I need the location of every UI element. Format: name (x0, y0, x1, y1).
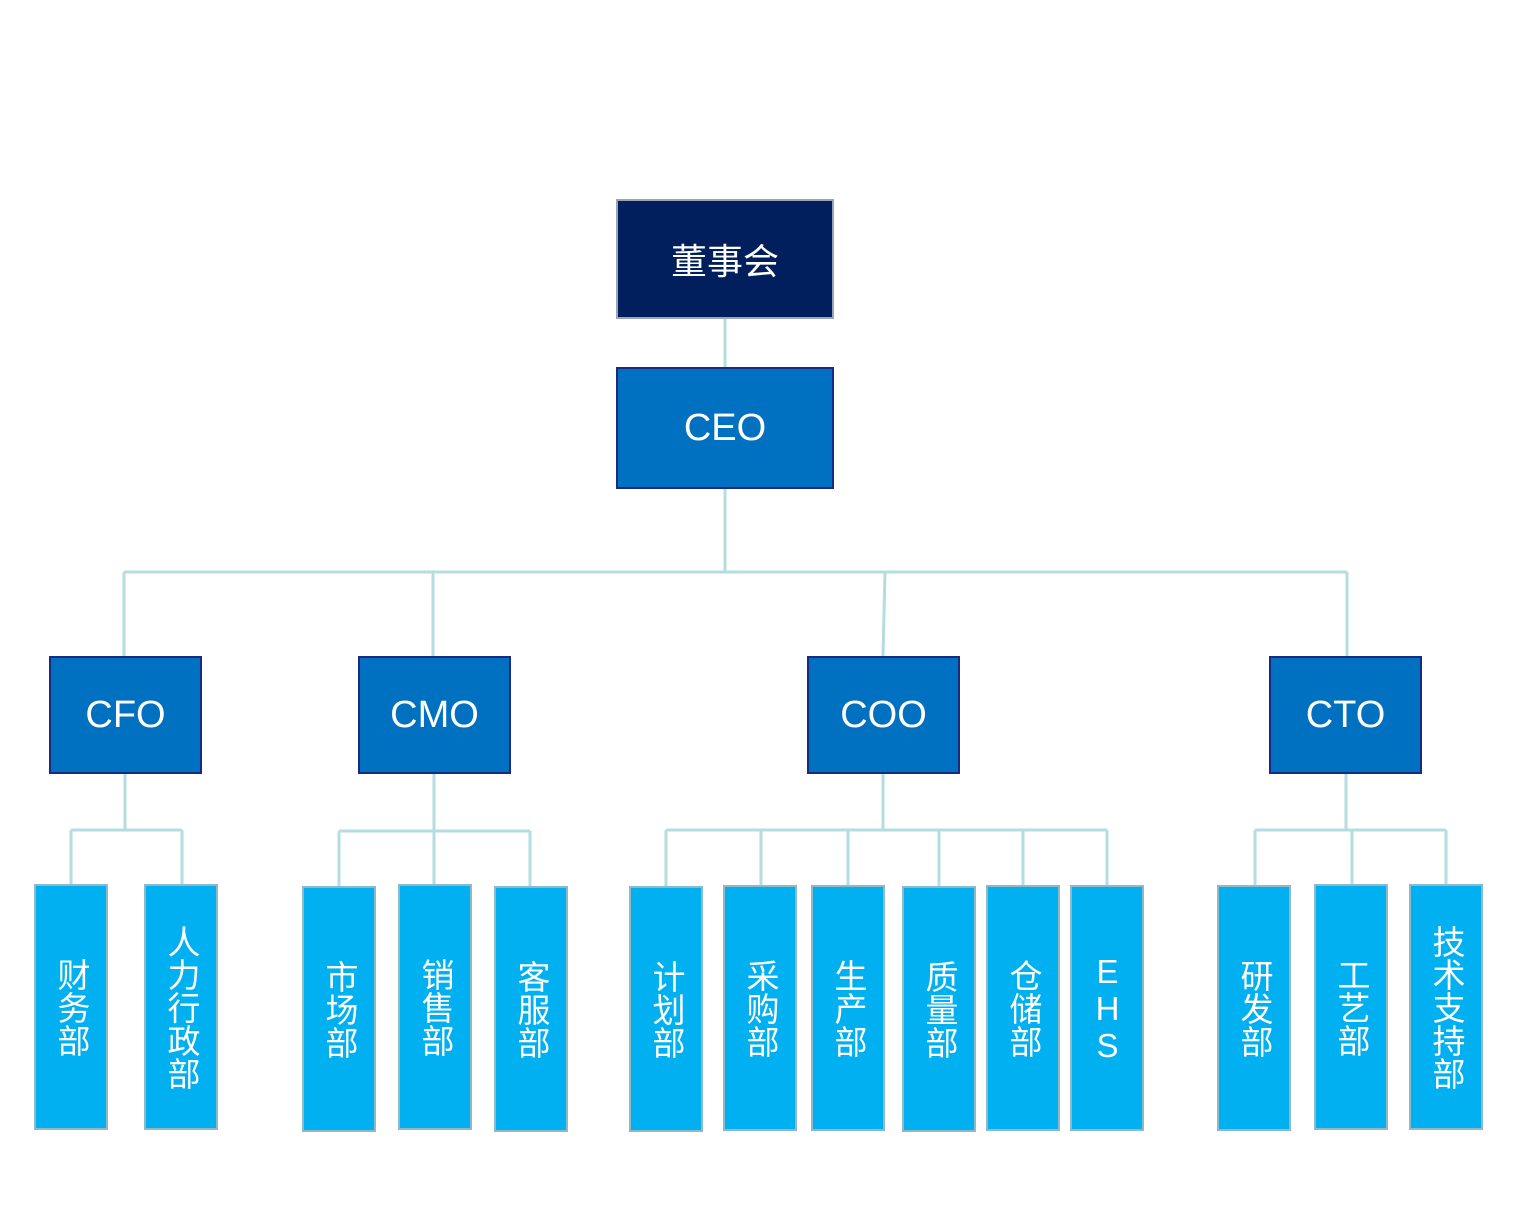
node-dept-label: 研发部 (1235, 958, 1274, 1058)
node-dept-label: EHS (1089, 952, 1126, 1064)
node-coo[interactable]: COO (807, 656, 960, 774)
node-dept-purchasing[interactable]: 采购部 (723, 885, 797, 1131)
node-dept-label: 采购部 (741, 958, 780, 1058)
node-cmo[interactable]: CMO (358, 656, 511, 774)
node-dept-label: 质量部 (920, 959, 959, 1059)
node-board[interactable]: 董事会 (616, 199, 834, 319)
node-dept-label: 仓储部 (1004, 958, 1043, 1058)
node-board-label: 董事会 (670, 242, 779, 283)
node-dept-process[interactable]: 工艺部 (1314, 884, 1388, 1130)
node-dept-tech-support[interactable]: 技术支持部 (1409, 884, 1483, 1130)
node-dept-label: 计划部 (647, 959, 686, 1059)
node-dept-label: 工艺部 (1332, 957, 1371, 1057)
node-cto-label: CTO (1305, 693, 1386, 736)
node-dept-label: 技术支持部 (1427, 924, 1466, 1090)
node-dept-label: 客服部 (512, 959, 551, 1059)
node-ceo[interactable]: CEO (616, 367, 834, 489)
node-cto[interactable]: CTO (1269, 656, 1422, 774)
node-dept-warehouse[interactable]: 仓储部 (986, 885, 1060, 1131)
node-dept-marketing[interactable]: 市场部 (302, 886, 376, 1132)
node-dept-finance[interactable]: 财务部 (34, 884, 108, 1130)
connector-to-coo (881, 571, 887, 657)
node-cmo-label: CMO (390, 693, 479, 736)
node-dept-production[interactable]: 生产部 (811, 885, 885, 1131)
node-cfo[interactable]: CFO (49, 656, 202, 774)
node-dept-quality[interactable]: 质量部 (902, 886, 976, 1132)
node-dept-label: 生产部 (829, 958, 868, 1058)
node-dept-sales[interactable]: 销售部 (398, 884, 472, 1130)
node-cfo-label: CFO (85, 693, 166, 736)
node-dept-hr-admin[interactable]: 人力行政部 (144, 884, 218, 1130)
node-dept-label: 人力行政部 (162, 924, 201, 1090)
node-ceo-label: CEO (683, 406, 767, 449)
node-dept-label: 财务部 (52, 957, 91, 1057)
node-coo-label: COO (840, 693, 927, 736)
node-dept-ehs[interactable]: EHS (1070, 885, 1144, 1131)
node-dept-customer-service[interactable]: 客服部 (494, 886, 568, 1132)
node-dept-planning[interactable]: 计划部 (629, 886, 703, 1132)
node-dept-label: 市场部 (320, 959, 359, 1059)
node-dept-label: 销售部 (416, 957, 455, 1057)
node-dept-rnd[interactable]: 研发部 (1217, 885, 1291, 1131)
